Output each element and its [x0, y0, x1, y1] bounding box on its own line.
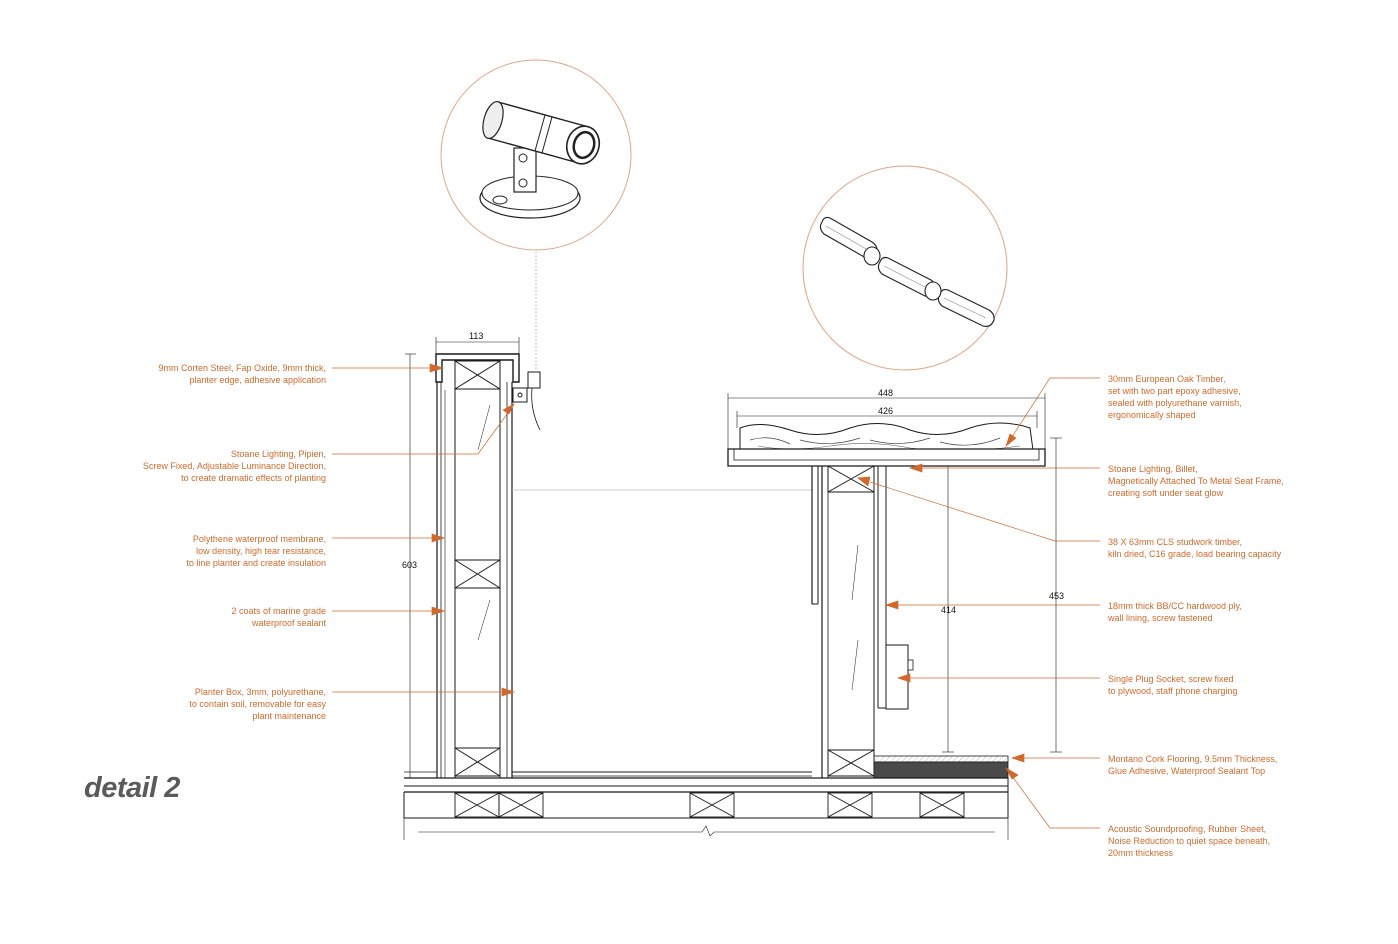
detail-title: detail 2 [84, 772, 180, 804]
pipien-light-detail [440, 59, 632, 251]
dim-planter-height: 603 [402, 560, 418, 570]
annotation-soundproofing: Acoustic Soundproofing, Rubber Sheet,Noi… [1108, 824, 1271, 858]
annotation-planter-box: Planter Box, 3mm, polyurethane,to contai… [189, 687, 326, 721]
annotation-cork-flooring: Montano Cork Flooring, 9.5mm Thickness,G… [1108, 754, 1278, 776]
billet-light-detail [802, 165, 1008, 371]
leader-lines [332, 363, 1100, 829]
dim-seat-wall-height: 414 [941, 605, 957, 615]
annotation-billet-light: Stoane Lighting, Billet,Magnetically Att… [1108, 464, 1284, 498]
dim-seat-total-height: 453 [1049, 591, 1065, 601]
dim-seat-inner-width: 426 [878, 406, 894, 416]
annotation-corten-steel: 9mm Corten Steel, Fap Oxide, 9mm thick,p… [158, 363, 326, 385]
annotation-hardwood-ply: 18mm thick BB/CC hardwood ply,wall linin… [1108, 601, 1242, 623]
floor-structure [403, 777, 1009, 840]
seat-section [727, 422, 1046, 779]
dim-planter-width: 113 [469, 331, 484, 341]
dim-seat-outer-width: 448 [878, 388, 894, 398]
annotation-oak-timber: 30mm European Oak Timber,set with two pa… [1108, 374, 1242, 420]
planter-section [404, 353, 812, 778]
annotation-cls-stud: 38 X 63mm CLS studwork timber,kiln dried… [1108, 537, 1282, 559]
annotation-membrane: Polythene waterproof membrane,low densit… [186, 534, 326, 568]
dimension-lines [405, 337, 1062, 779]
annotation-pipien-light: Stoane Lighting, Pipien,Screw Fixed, Adj… [142, 449, 326, 483]
